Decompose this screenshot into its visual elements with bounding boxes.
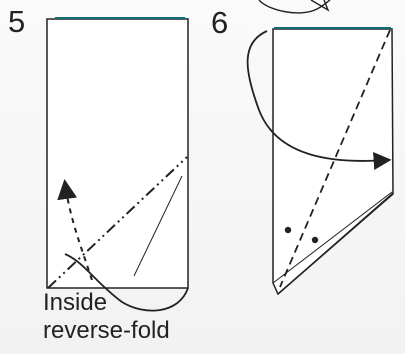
inner-fold-edge [272, 191, 393, 284]
outer-fold-edge [277, 192, 394, 295]
caption-line-1: Inside [43, 289, 108, 316]
step-5-figure [46, 17, 189, 312]
curved-motion-arrow [64, 253, 189, 312]
step-5-caption: Inside reverse-fold [43, 289, 170, 346]
top-arrowhead [310, 0, 330, 12]
step-5-number: 5 [8, 4, 26, 39]
dashed-crease [279, 29, 391, 288]
step-6-figure [246, 0, 394, 296]
large-curved-arrow [246, 30, 392, 171]
reference-dot [311, 236, 319, 244]
guide-line [133, 175, 183, 277]
caption-line-2: reverse-fold [43, 317, 170, 345]
step-6-number: 6 [211, 5, 229, 40]
reference-dot [284, 226, 292, 234]
valley-fold-line [47, 156, 188, 289]
paper-rectangle [46, 18, 189, 289]
top-partial-arrow [258, 0, 331, 14]
